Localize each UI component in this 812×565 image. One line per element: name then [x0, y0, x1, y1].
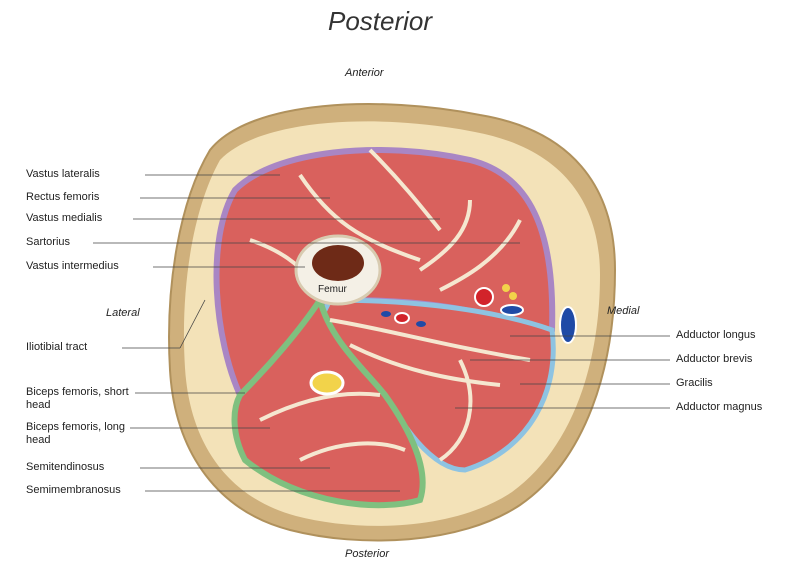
- label-adductor-longus: Adductor longus: [676, 329, 756, 342]
- deep-femoral-vein: [381, 311, 391, 317]
- label-adductor-brevis: Adductor brevis: [676, 353, 752, 366]
- lateral-label: Lateral: [106, 307, 140, 320]
- femoral-vein: [501, 305, 523, 315]
- label-biceps-long-head: Biceps femoris, long head: [26, 421, 126, 447]
- anterior-label: Anterior: [345, 67, 384, 80]
- femur-label: Femur: [318, 283, 347, 296]
- label-vastus-lateralis: Vastus lateralis: [26, 168, 100, 181]
- deep-femoral-artery: [395, 313, 409, 323]
- label-gracilis: Gracilis: [676, 377, 713, 390]
- label-semitendinosus: Semitendinosus: [26, 461, 104, 474]
- sciatic-nerve: [311, 372, 343, 394]
- femur-marrow: [312, 245, 364, 281]
- label-adductor-magnus: Adductor magnus: [676, 401, 762, 414]
- label-iliotibial-tract: Iliotibial tract: [26, 341, 87, 354]
- perforating-vein: [416, 321, 426, 327]
- nerve-bundle: [509, 292, 517, 300]
- posterior-label: Posterior: [345, 548, 389, 561]
- great-saphenous-vein: [560, 307, 576, 343]
- label-vastus-medialis: Vastus medialis: [26, 212, 102, 225]
- label-semimembranosus: Semimembranosus: [26, 484, 121, 497]
- saphenous-nerve: [502, 284, 510, 292]
- label-vastus-intermedius: Vastus intermedius: [26, 260, 119, 273]
- label-biceps-short-head: Biceps femoris, short head: [26, 386, 131, 412]
- medial-label: Medial: [607, 305, 639, 318]
- femoral-artery: [475, 288, 493, 306]
- label-sartorius: Sartorius: [26, 236, 70, 249]
- label-rectus-femoris: Rectus femoris: [26, 191, 99, 204]
